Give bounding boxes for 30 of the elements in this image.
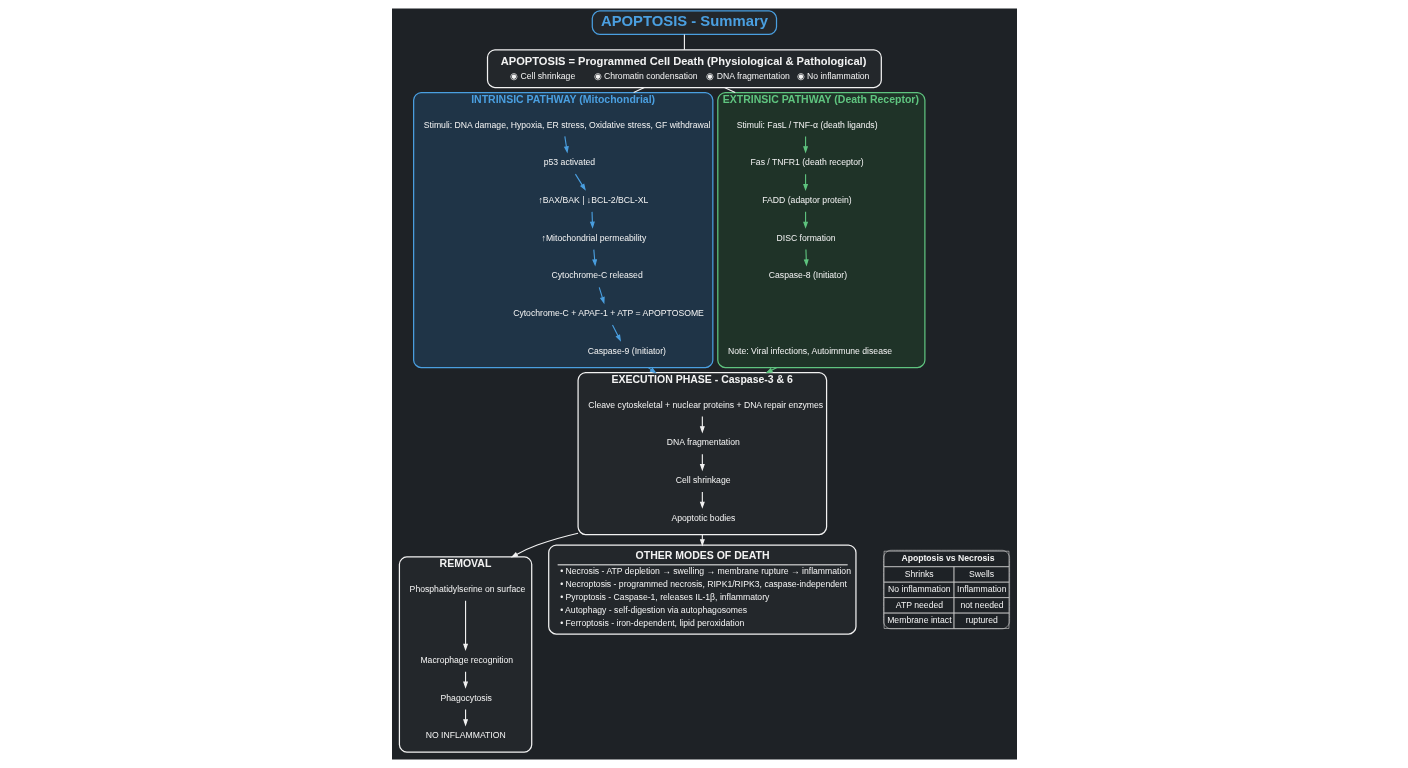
node-text: DNA fragmentation: [666, 437, 740, 448]
node-text: Caspase-9 (Initiator): [587, 345, 666, 356]
label: Apoptosis vs Necrosis: [900, 552, 995, 563]
node-text: Cleave cytoskeletal + nuclear proteins + DNA repair enzymes: [587, 399, 823, 410]
node-text: Note: Viral infections, Autoimmune disease: [727, 345, 892, 356]
node-text: NO INFLAMMATION: [425, 730, 506, 741]
node-text: Caspase-8 (Initiator): [768, 270, 847, 281]
node-text: p53 activated: [543, 157, 595, 168]
label: No inflammation: [887, 584, 951, 595]
node-text: Phagocytosis: [440, 692, 492, 703]
node-text: Stimuli: FasL / TNF-α (death ligands): [736, 119, 878, 130]
label: ATP needed: [895, 599, 943, 610]
label: Membrane intact: [886, 615, 952, 626]
node-text: Fas / TNFR1 (death receptor): [750, 157, 864, 168]
node-text: FADD (adaptor protein): [761, 194, 852, 205]
node-text: Cytochrome-C + APAF-1 + ATP = APOPTOSOME: [512, 308, 704, 319]
node-text: DISC formation: [776, 232, 836, 243]
node-text: Phosphatidylserine on surface: [409, 583, 525, 594]
label: ruptured: [965, 615, 998, 626]
label: Shrinks: [904, 568, 934, 579]
node-text: Cytochrome-C released: [551, 270, 643, 281]
label: not needed: [959, 599, 1004, 610]
label: Swells: [968, 568, 994, 579]
node-text: ↑Mitochondrial permeability: [541, 232, 646, 243]
label: Inflammation: [956, 584, 1006, 595]
node-text: ↑BAX/BAK | ↓BCL-2/BCL-XL: [538, 194, 648, 205]
node-text: Stimuli: DNA damage, Hypoxia, ER stress, Oxidative stress, GF withdrawal: [423, 119, 711, 130]
node-text: Apoptotic bodies: [670, 512, 735, 523]
node-text: Macrophage recognition: [419, 654, 513, 665]
node-text: Cell shrinkage: [675, 475, 731, 486]
